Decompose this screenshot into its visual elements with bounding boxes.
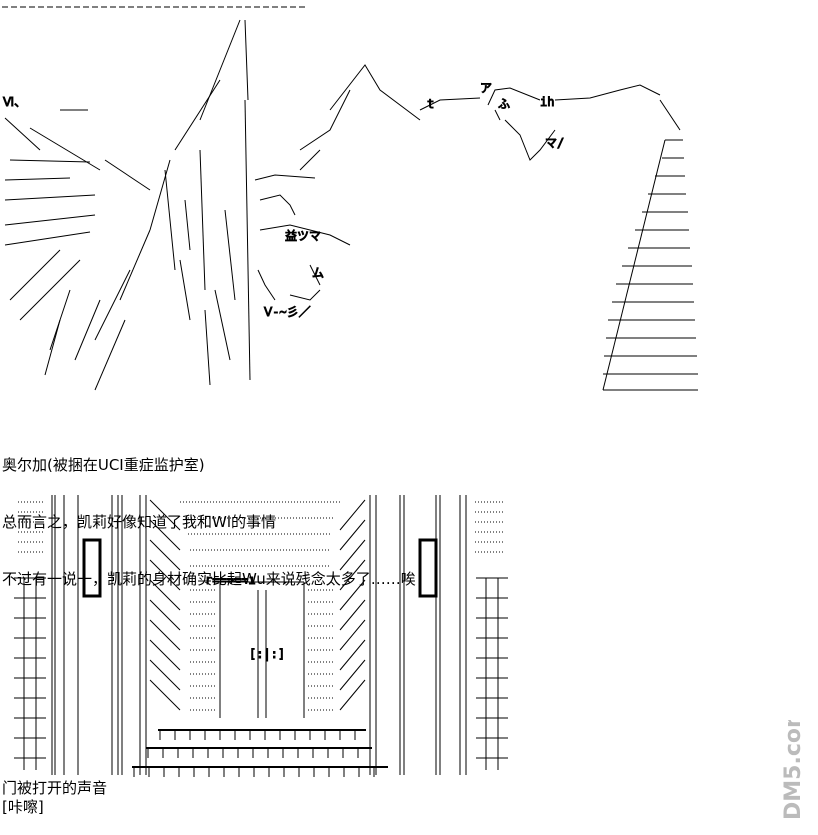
- left-brick-wall: [14, 577, 46, 770]
- steps: [132, 729, 388, 768]
- narration-text: 奥尔加(被捆在UCI重症监护室) 总而言之，凯莉好像知道了我和Wl的事情 不过有…: [2, 418, 416, 608]
- sfx-caption: 门被打开的声音: [2, 779, 108, 797]
- vo-sign: Ⅴ-~彡／: [264, 305, 311, 319]
- top-ascii-art-drawing: Ⅵ、 益ツマ Ⅴ-~彡／ ム t ふ ih ア マ/: [2, 6, 698, 391]
- door-scene-drawing: r=====ı [:|:]: [14, 495, 508, 777]
- site-watermark: DM5.com: [772, 705, 812, 830]
- sfx-text: [咔嚓]: [2, 798, 44, 816]
- door-handle: [:|:]: [249, 647, 285, 661]
- left-lamp: [82, 538, 102, 598]
- door-top: r=====ı: [205, 573, 256, 587]
- watermark-logo: DM5.com: [781, 705, 806, 820]
- narration-line-1: 奥尔加(被捆在UCI重症监护室): [2, 456, 205, 474]
- face-label: 益ツマ: [285, 229, 321, 243]
- left-radiating-strokes: [4, 19, 251, 391]
- center-figure-strokes: [254, 64, 421, 301]
- right-dotted-panel: [475, 501, 505, 553]
- mark-t: t: [427, 97, 434, 111]
- back-wall-hatch: [180, 501, 340, 567]
- perspective-diagonals: [149, 499, 366, 711]
- mark-mu: ム: [312, 266, 324, 280]
- pillars: [51, 495, 467, 775]
- door: [219, 581, 305, 718]
- top-ascii-art: Ⅵ、 益ツマ Ⅴ-~彡／ ム t ふ ih ア マ/: [0, 0, 818, 400]
- right-lamp: [418, 538, 438, 598]
- mark-ya: ア: [480, 81, 492, 95]
- mark-ih: ih: [540, 95, 554, 109]
- right-head-strokes: [419, 84, 681, 161]
- mark-fu: ふ: [498, 97, 510, 111]
- door-scene-art: r=====ı [:|:]: [0, 490, 520, 780]
- left-dotted-panel: [18, 501, 45, 553]
- right-brick-wall: [476, 577, 508, 770]
- narration-line-2: 总而言之，凯莉好像知道了我和Wl的事情: [2, 513, 277, 531]
- door-side-hatch: [190, 589, 334, 711]
- narration-line-3: 不过有一说一，凯莉的身材确实比起Wu来说残念太多了……唉: [2, 570, 416, 588]
- mark-ma: マ/: [545, 136, 564, 150]
- right-hair-stack: [602, 139, 698, 391]
- step-risers: [133, 730, 375, 777]
- watermark-text: DM5.com: [781, 720, 806, 820]
- top-left-mark: Ⅵ、: [3, 95, 26, 109]
